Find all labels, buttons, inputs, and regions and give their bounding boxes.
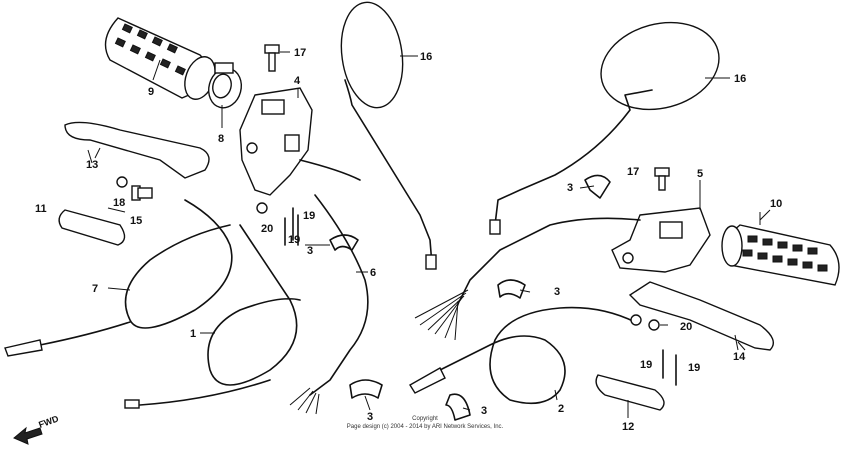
label-18: 18 [113,197,125,209]
wire-harness-right [414,289,469,341]
screw-17-right [654,167,670,191]
throttle-pipe [208,62,242,109]
label-3-left-top: 3 [307,245,313,257]
screws-19-left [284,207,299,246]
label-2: 2 [558,403,564,415]
label-7: 7 [92,283,98,295]
label-17-top: 17 [294,47,306,59]
label-19-right-a: 19 [640,359,652,371]
label-5: 5 [697,168,703,180]
cables [4,194,642,415]
label-19-right-b: 19 [688,362,700,374]
label-15: 15 [130,215,142,227]
pivot-bolt [116,176,153,201]
left-switch-housing [239,87,361,196]
screws-19-right [662,349,677,386]
copyright-line-2: Page design (c) 2004 - 2014 by ARI Netwo… [347,424,504,430]
label-4: 4 [294,75,301,87]
label-3-right-mid: 3 [554,286,560,298]
label-19-left-a: 19 [303,210,315,222]
label-8: 8 [218,133,224,145]
label-6: 6 [370,267,376,279]
fwd-label: FWD [37,413,60,430]
fwd-arrow: FWD [13,413,60,445]
label-3-right-top: 3 [567,182,573,194]
leader-lines [94,59,771,418]
label-1: 1 [190,328,196,340]
right-grip-end [595,374,665,411]
right-mirror [489,21,730,235]
right-grip [721,212,840,286]
label-16-left: 16 [420,51,432,63]
label-20-right: 20 [680,321,692,333]
clamp-band [329,174,611,421]
right-lever [628,281,774,351]
left-mirror [340,1,437,270]
label-3-bottom-left: 3 [367,411,373,423]
left-grip [104,17,216,100]
label-11: 11 [35,203,47,215]
callout-labels: 9 8 4 17 16 16 13 18 15 11 20 19 19 3 6 … [35,47,782,433]
copyright-line-1: Copyright [412,416,438,422]
label-12: 12 [622,421,634,433]
label-13: 13 [86,159,98,171]
nut-20 [256,202,660,331]
label-14: 14 [733,351,746,363]
left-grip-end [58,209,126,246]
left-lever [64,121,210,179]
label-9: 9 [148,86,154,98]
label-10: 10 [770,198,782,210]
screw-17-top [264,44,290,72]
label-3-bottom-mid: 3 [481,405,487,417]
right-switch-housing [459,180,711,301]
label-17-right: 17 [627,166,639,178]
label-20-left: 20 [261,223,273,235]
label-19-left-b: 19 [288,234,300,246]
copyright: Copyright Page design (c) 2004 - 2014 by… [347,416,504,430]
label-16-right: 16 [734,73,746,85]
